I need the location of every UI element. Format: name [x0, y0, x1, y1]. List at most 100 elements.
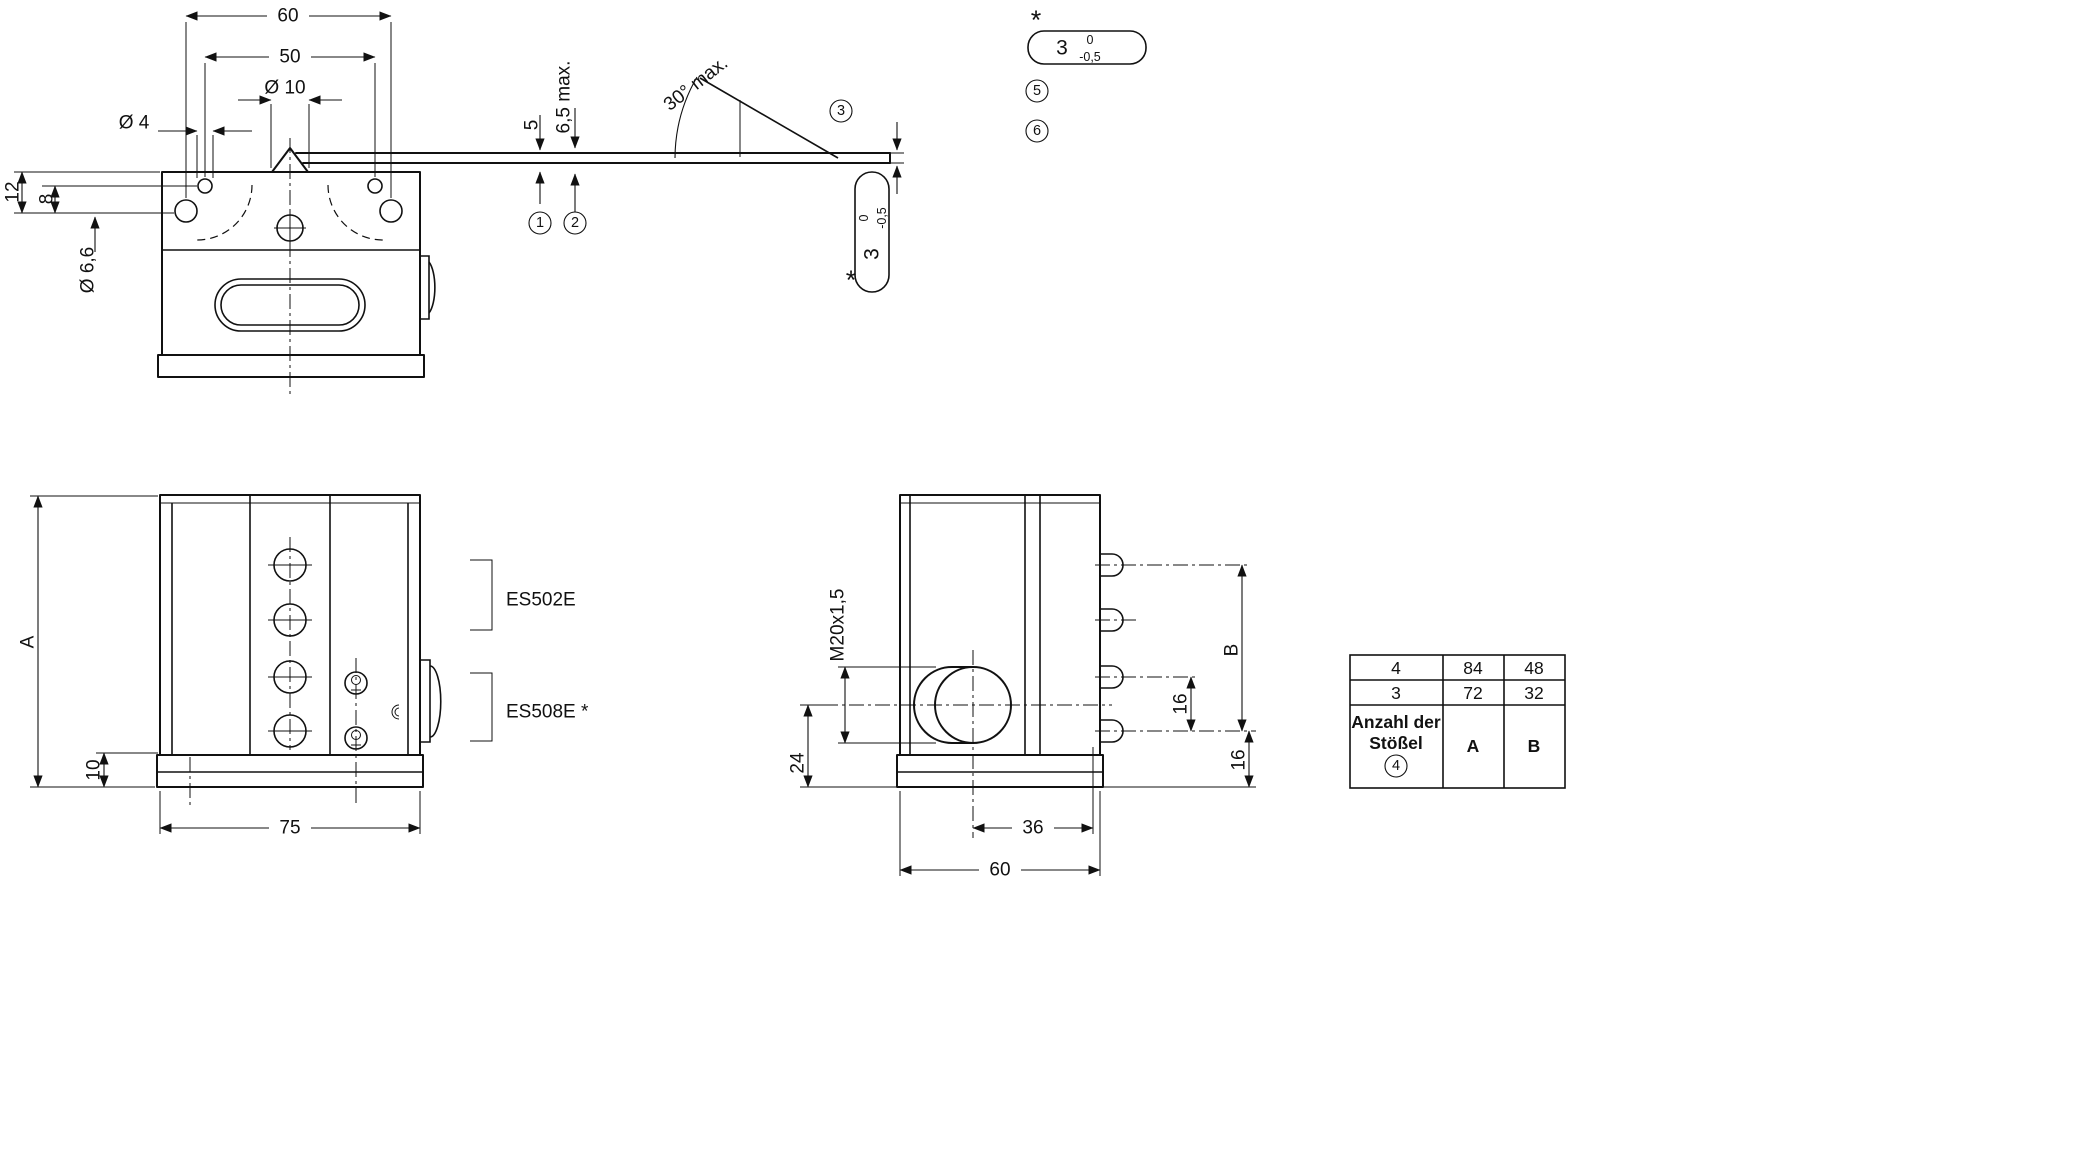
plungers — [268, 537, 312, 750]
tolerance-upper: 0 — [1087, 33, 1094, 47]
callout-6: 6 — [1025, 119, 1049, 143]
dim-50-label: 50 — [279, 47, 300, 68]
side-button — [420, 659, 442, 743]
dim-36-label: 36 — [1022, 818, 1043, 839]
table-row: 4 84 48 — [1391, 658, 1544, 678]
dim-50: 50 — [204, 47, 376, 177]
dim-5: 5 1 — [522, 115, 552, 235]
dim-8: 8 — [37, 185, 197, 214]
screw-symbols — [189, 658, 400, 806]
oval-slot-outer — [214, 278, 366, 332]
dim-65max-label: 6,5 max. — [554, 61, 575, 134]
dim-24-label: 24 — [788, 752, 809, 774]
table-row: 3 72 32 — [1391, 683, 1544, 703]
mount-hole-left — [174, 199, 198, 223]
conduit-boss — [823, 650, 1112, 838]
cell-a: 84 — [1463, 658, 1483, 678]
callout-4-circle — [1384, 754, 1408, 778]
screw-icon — [274, 212, 306, 244]
callout-5-label: 5 — [1033, 83, 1041, 99]
dim-12: 12 — [3, 171, 174, 214]
plunger-domes — [1095, 553, 1256, 743]
lever-tilt-diagram: 30° max. — [660, 53, 839, 159]
dim-dia10: Ø 10 — [238, 78, 342, 168]
legend-top-right: * 3 0 -0,5 5 6 — [1025, 5, 1147, 143]
spec-table: 4 84 48 3 72 32 Anzahl der Stößel 4 A B — [1349, 654, 1566, 789]
dim-A: A — [18, 495, 158, 788]
dim-8-label: 8 — [37, 194, 58, 205]
front-view: ES502E ES508E * A 10 75 — [18, 494, 589, 839]
dim-75: 75 — [159, 791, 421, 839]
screw-icon — [344, 671, 368, 695]
top-view: 30° max. 60 50 Ø 10 — [3, 5, 1147, 398]
dim-B: B — [1222, 564, 1247, 732]
cell-a: 72 — [1463, 683, 1482, 703]
callout-3-label: 3 — [837, 103, 845, 119]
cell-b: 32 — [1524, 683, 1543, 703]
asterisk-top: * — [1031, 5, 1042, 35]
switch-body-outline — [157, 171, 436, 378]
mount-hole-right — [379, 199, 403, 223]
mount-hole-small-right — [367, 178, 383, 194]
header-col-b: B — [1528, 736, 1541, 756]
callout-5: 5 — [1025, 79, 1049, 103]
dim-60-side-label: 60 — [989, 860, 1010, 881]
dim-dia4: Ø 4 — [119, 113, 252, 178]
callout-2-label: 2 — [571, 215, 579, 231]
header-line1: Anzahl der — [1351, 712, 1441, 732]
header-col-a: A — [1467, 736, 1480, 756]
dim-30max-label: 30° max. — [660, 53, 732, 116]
tolerance-nominal: 3 — [861, 248, 884, 260]
dim-lever-tip — [890, 122, 904, 194]
dim-60-label: 60 — [277, 6, 298, 27]
tolerance-lower: -0,5 — [1079, 50, 1101, 64]
cell-plungers: 3 — [1391, 683, 1401, 703]
bracket-es502e — [470, 559, 493, 631]
dim-dia4-label: Ø 4 — [119, 113, 150, 134]
dim-10-label: 10 — [84, 759, 105, 780]
dim-dia66: Ø 6,6 — [78, 216, 100, 293]
table-border — [1349, 654, 1566, 789]
dim-A-label: A — [18, 635, 39, 648]
dim-12-label: 12 — [3, 181, 24, 202]
table-header: Anzahl der Stößel 4 A B — [1351, 712, 1541, 778]
label-es502e: ES502E — [506, 590, 576, 611]
side-button — [420, 255, 436, 320]
tolerance-badge-side: 3 0 -0,5 — [854, 171, 890, 293]
dim-24: 24 — [788, 704, 896, 788]
spring-icon — [391, 704, 400, 720]
oval-slot-inner — [220, 284, 360, 326]
variant-labels: ES502E ES508E * — [470, 559, 589, 742]
front-body-outline — [156, 494, 442, 788]
dim-dia10-label: Ø 10 — [264, 78, 305, 99]
dim-thread-label: M20x1,5 — [828, 589, 849, 662]
dim-16-bottom: 16 — [1103, 730, 1256, 788]
mount-hole-small-left — [197, 178, 213, 194]
asterisk-side: * — [846, 265, 857, 295]
dim-65max: 6,5 max. 2 — [554, 61, 587, 235]
dim-5-label: 5 — [522, 120, 543, 131]
tolerance-nominal: 3 — [1056, 37, 1068, 60]
screw-icon — [344, 726, 368, 750]
dim-60-side: 60 — [899, 791, 1101, 881]
callout-3: 3 — [829, 99, 853, 123]
swing-arc-right — [327, 184, 384, 241]
lever-arm — [271, 147, 891, 173]
dim-10: 10 — [84, 752, 158, 788]
swing-arc-left — [196, 184, 253, 241]
side-view: M20x1,5 24 B 16 16 36 — [788, 494, 1256, 881]
dim-16-bottom-label: 16 — [1229, 749, 1250, 770]
label-es508e: ES508E * — [506, 702, 589, 723]
dim-75-label: 75 — [279, 818, 300, 839]
cell-b: 48 — [1524, 658, 1543, 678]
header-line2: Stößel — [1369, 733, 1422, 753]
dim-B-label: B — [1222, 644, 1243, 657]
tolerance-lower: -0,5 — [875, 207, 889, 229]
dim-dia66-label: Ø 6,6 — [78, 247, 99, 293]
bracket-es508e — [470, 672, 493, 742]
tolerance-upper: 0 — [857, 214, 871, 221]
callout-6-label: 6 — [1033, 123, 1041, 139]
dim-16-mid-label: 16 — [1171, 693, 1192, 714]
tolerance-badge-top: 3 0 -0,5 — [1027, 30, 1147, 65]
